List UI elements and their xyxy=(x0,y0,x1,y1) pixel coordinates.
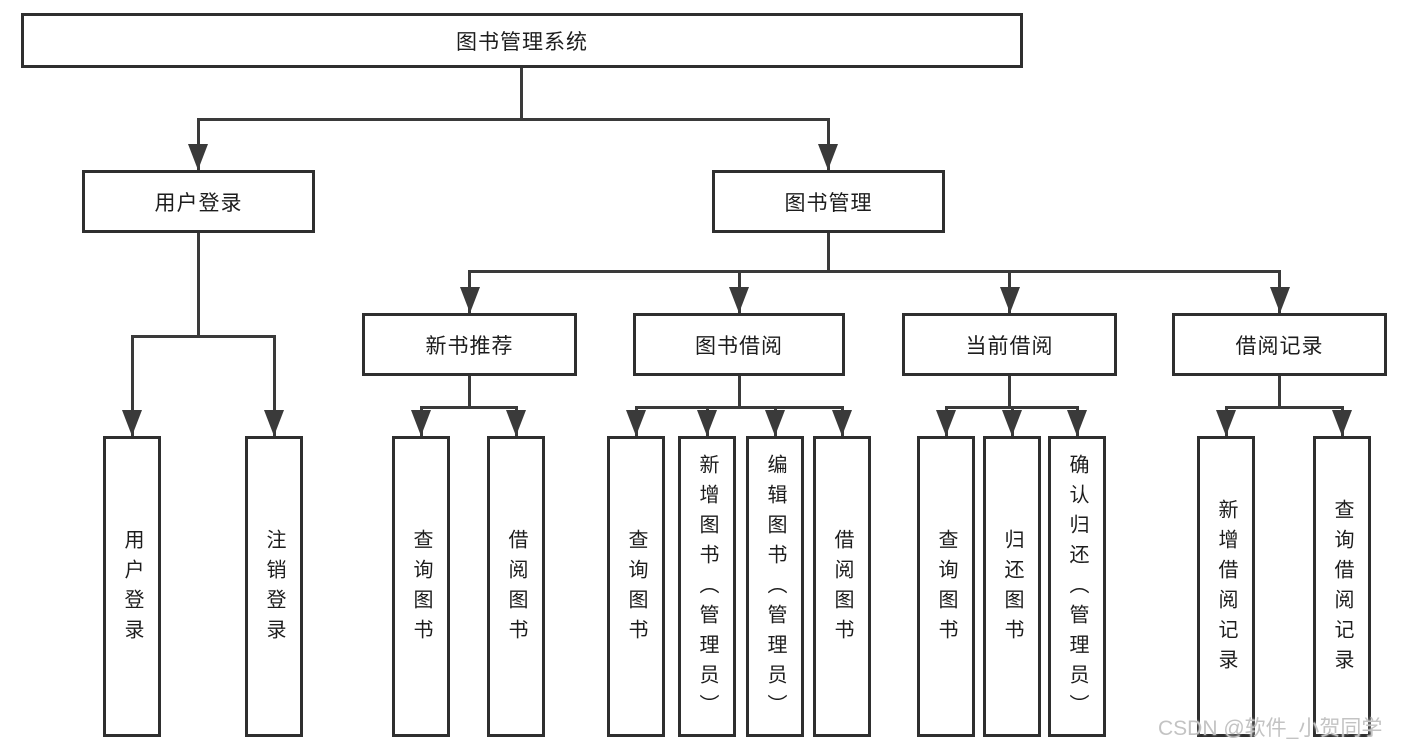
connector-drop-leaf-user-login xyxy=(131,335,134,437)
connector-user-login-stem xyxy=(197,232,200,336)
arrow-to-leaf xyxy=(936,410,956,436)
node-book-management: 图书管理 xyxy=(712,170,945,233)
leaf-query-books-borrow: 查询图书 xyxy=(607,436,665,737)
connector-new-books-stem xyxy=(468,374,471,408)
connector-drop-leaf-logout xyxy=(273,335,276,437)
node-user-login: 用户登录 xyxy=(82,170,315,233)
leaf-query-borrow-record: 查询借阅记录 xyxy=(1313,436,1371,737)
arrow-to-user-login xyxy=(188,144,208,170)
arrow-to-leaf xyxy=(411,410,431,436)
leaf-edit-book-admin: 编辑图书（管理员） xyxy=(746,436,804,737)
arrow-to-new-books xyxy=(460,287,480,313)
arrow-to-leaf-logout xyxy=(264,410,284,436)
connector-new-books-bar xyxy=(420,406,518,409)
arrow-to-book-borrow xyxy=(729,287,749,313)
arrow-to-borrow-records xyxy=(1270,287,1290,313)
arrow-to-leaf xyxy=(1002,410,1022,436)
watermark: CSDN @软件_小贺同学 xyxy=(1158,717,1383,740)
node-new-book-recommendation: 新书推荐 xyxy=(362,313,577,376)
arrow-to-leaf xyxy=(626,410,646,436)
leaf-return-books: 归还图书 xyxy=(983,436,1041,737)
leaf-add-borrow-record: 新增借阅记录 xyxy=(1197,436,1255,737)
arrow-to-leaf-user-login xyxy=(122,410,142,436)
arrow-to-leaf xyxy=(765,410,785,436)
arrow-to-current-borrow xyxy=(1000,287,1020,313)
connector-level3-bar xyxy=(468,270,1281,273)
leaf-add-book-admin: 新增图书（管理员） xyxy=(678,436,736,737)
connector-borrow-records-stem xyxy=(1278,374,1281,408)
node-borrowing-records: 借阅记录 xyxy=(1172,313,1387,376)
arrow-to-leaf xyxy=(1067,410,1087,436)
node-current-borrowing: 当前借阅 xyxy=(902,313,1117,376)
connector-root-bar xyxy=(197,118,830,121)
arrow-to-book-management xyxy=(818,144,838,170)
connector-current-borrow-stem xyxy=(1008,374,1011,408)
connector-user-login-bar xyxy=(131,335,276,338)
connector-book-borrow-bar xyxy=(635,406,844,409)
leaf-query-books-new: 查询图书 xyxy=(392,436,450,737)
leaf-borrow-books: 借阅图书 xyxy=(813,436,871,737)
arrow-to-leaf xyxy=(832,410,852,436)
arrow-to-leaf xyxy=(1332,410,1352,436)
arrow-to-leaf xyxy=(1216,410,1236,436)
leaf-logout: 注销登录 xyxy=(245,436,303,737)
leaf-borrow-books-new: 借阅图书 xyxy=(487,436,545,737)
leaf-confirm-return-admin: 确认归还（管理员） xyxy=(1048,436,1106,737)
node-library-management-system: 图书管理系统 xyxy=(21,13,1023,68)
leaf-query-books-current: 查询图书 xyxy=(917,436,975,737)
connector-borrow-records-bar xyxy=(1225,406,1344,409)
connector-book-borrow-stem xyxy=(738,374,741,408)
node-book-borrowing: 图书借阅 xyxy=(633,313,845,376)
arrow-to-leaf xyxy=(697,410,717,436)
connector-root-stem xyxy=(520,68,523,119)
leaf-user-login: 用户登录 xyxy=(103,436,161,737)
arrow-to-leaf xyxy=(506,410,526,436)
connector-book-management-stem xyxy=(827,232,830,273)
